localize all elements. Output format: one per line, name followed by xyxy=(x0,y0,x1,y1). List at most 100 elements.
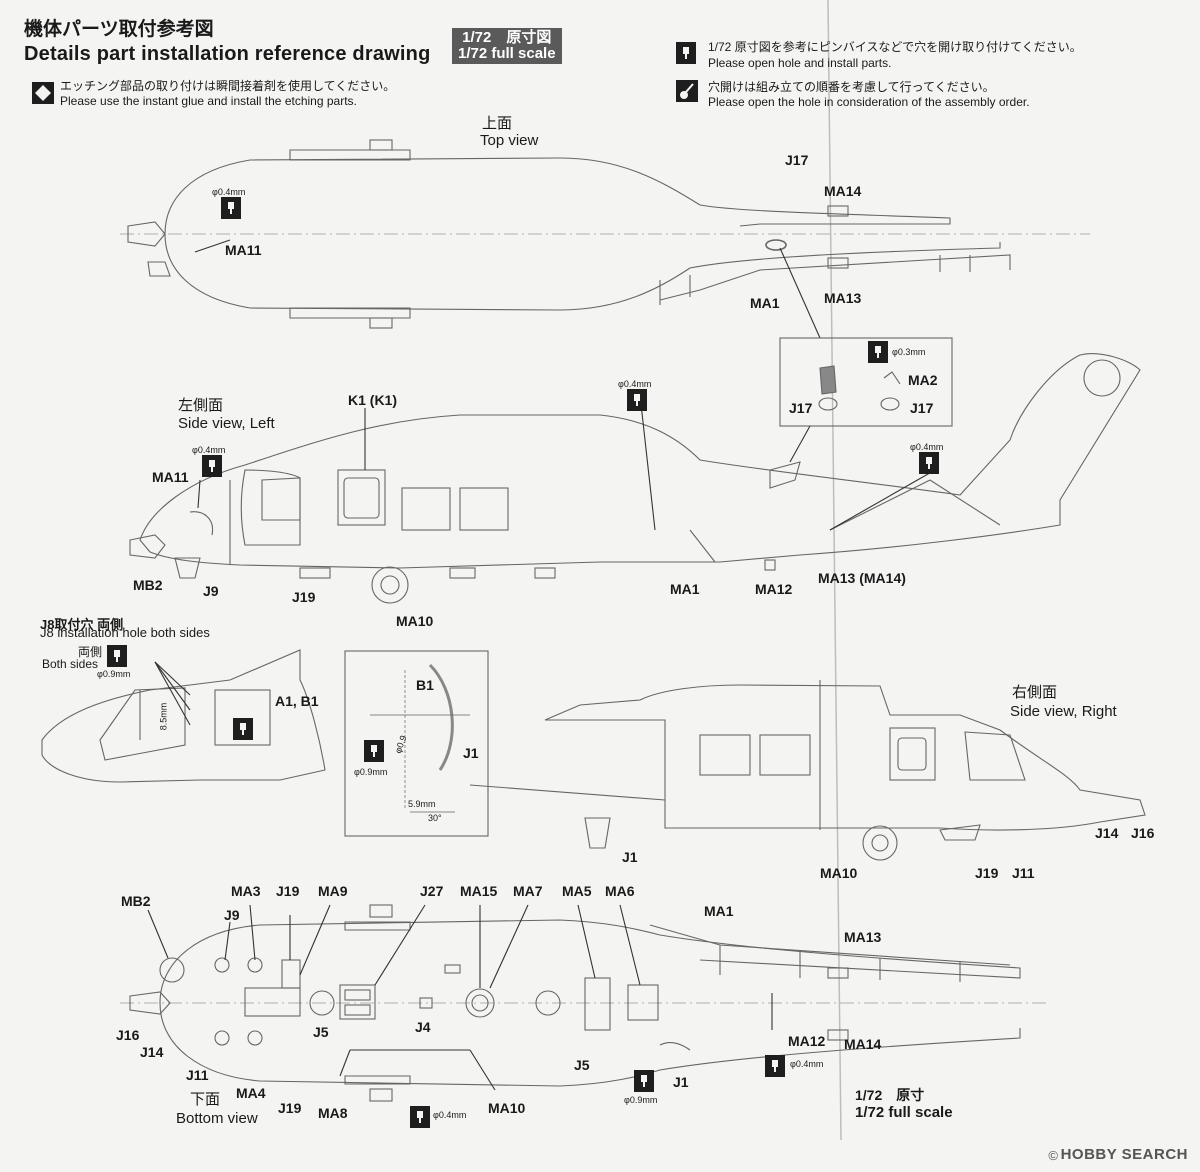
part-label: J5 xyxy=(574,1057,590,1073)
part-label: MA5 xyxy=(562,883,592,899)
order-note-en: Please open the hole in consideration of… xyxy=(708,95,1030,109)
bottom-view-drawing xyxy=(120,904,1050,1102)
part-label: MA2 xyxy=(908,372,938,388)
part-label: J11 xyxy=(186,1067,209,1083)
part-label: MA12 xyxy=(755,581,793,597)
dim-label: φ0.9mm xyxy=(624,1095,658,1105)
part-label: B1 xyxy=(416,677,434,693)
part-label: MA3 xyxy=(231,883,261,899)
part-label: J17 xyxy=(785,152,809,168)
dim-label: φ0.4mm xyxy=(618,379,652,389)
left-view-title-jp: 左側面 xyxy=(178,397,224,414)
dim-label: φ0.4mm xyxy=(790,1059,824,1069)
scale-badge: 1/72 原寸図 1/72 full scale xyxy=(452,28,562,64)
part-label: MA13 xyxy=(844,929,882,945)
part-label: MA11 xyxy=(225,242,262,258)
top-view-title-en: Top view xyxy=(480,132,539,149)
part-label: MA7 xyxy=(513,883,543,899)
part-label: J16 xyxy=(116,1027,140,1043)
order-note-jp: 穴開けは組み立ての順番を考慮して行ってください。 xyxy=(708,80,995,94)
part-label: MA14 xyxy=(844,1036,882,1052)
glue-diamond-icon xyxy=(32,82,54,104)
part-label: MA10 xyxy=(820,865,858,881)
drill-hole-icon xyxy=(919,452,939,474)
part-label: MA1 xyxy=(670,581,700,597)
drill-hole-icon xyxy=(410,1106,430,1128)
detail-box-j1 xyxy=(344,650,489,837)
part-label: J4 xyxy=(415,1019,431,1035)
part-label: J1 xyxy=(463,745,479,761)
part-label: J27 xyxy=(420,883,444,899)
part-label: MA10 xyxy=(488,1100,526,1116)
dim-label: 30° xyxy=(428,813,442,823)
glue-note-jp: エッチング部品の取り付けは瞬間接着剤を使用してください。 xyxy=(60,79,396,93)
part-label: J9 xyxy=(203,583,219,599)
dim-label: φ0.4mm xyxy=(192,445,226,455)
left-view-title-en: Side view, Left xyxy=(178,415,275,432)
part-label: MB2 xyxy=(133,577,163,593)
drill-hole-icon xyxy=(627,389,647,411)
j8-note-jp: J8取付穴 両側 xyxy=(40,617,124,632)
part-label: MA13 xyxy=(824,290,862,306)
dim-label: φ0.9mm xyxy=(97,669,131,679)
part-label: J14 xyxy=(140,1044,164,1060)
drill-hole-icon xyxy=(676,42,696,64)
part-label: J1 xyxy=(673,1074,689,1090)
fold-line xyxy=(827,0,842,1141)
bottom-scale-jp: 1/72 原寸 xyxy=(855,1087,925,1103)
part-label: MA15 xyxy=(460,883,498,899)
bottom-view-title-en: Bottom view xyxy=(176,1110,258,1127)
drill-hole-icon xyxy=(868,341,888,363)
right-view-title-jp: 右側面 xyxy=(1012,684,1058,701)
part-label: J19 xyxy=(278,1100,302,1116)
part-label: MA13 (MA14) xyxy=(818,570,906,586)
right-view-title-en: Side view, Right xyxy=(1010,703,1117,720)
drill-hole-icon xyxy=(634,1070,654,1092)
both-sides-en: Both sides xyxy=(42,657,99,671)
drill-hole-icon xyxy=(221,197,241,219)
part-label: J1 xyxy=(622,849,638,865)
scale-badge-jp: 1/72 原寸図 xyxy=(462,29,552,46)
part-label: MA10 xyxy=(396,613,434,629)
drill-hole-icon xyxy=(107,645,127,667)
part-label: MA9 xyxy=(318,883,348,899)
both-sides-jp: 両側 xyxy=(78,645,103,659)
top-view-drawing xyxy=(120,139,1090,339)
part-label: MA6 xyxy=(605,883,635,899)
drill-hole-icon xyxy=(202,455,222,477)
part-label: J17 xyxy=(910,400,934,416)
part-label: J16 xyxy=(1131,825,1155,841)
pin-vise-icon xyxy=(676,80,698,102)
right-view-drawing xyxy=(469,680,1146,861)
brand-name: HOBBY SEARCH xyxy=(1060,1146,1188,1163)
bottom-scale-en: 1/72 full scale xyxy=(855,1104,953,1121)
dim-label: 8.5mm xyxy=(158,702,169,731)
cockpit-detail-drawing xyxy=(41,649,326,783)
bottom-view-title-jp: 下面 xyxy=(190,1091,221,1108)
drill-hole-icon xyxy=(233,718,253,740)
part-label: MA1 xyxy=(750,295,780,311)
part-label: J14 xyxy=(1095,825,1119,841)
j8-note-en: J8 installation hole both sides xyxy=(40,625,210,640)
dim-label: 5.9mm xyxy=(408,799,436,809)
part-label: J11 xyxy=(1012,865,1035,881)
part-label: MA4 xyxy=(236,1085,266,1101)
part-label: MA1 xyxy=(704,903,734,919)
part-label: K1 (K1) xyxy=(348,392,398,408)
drill-note-jp: 1/72 原寸図を参考にピンバイスなどで穴を開け取り付けてください。 xyxy=(708,40,1082,54)
title-en: Details part installation reference draw… xyxy=(24,43,431,65)
part-label: J17 xyxy=(789,400,813,416)
part-label: MA11 xyxy=(152,469,189,485)
dim-label: φ0.4mm xyxy=(212,187,246,197)
part-label: MA12 xyxy=(788,1033,826,1049)
dim-label: φ0.9mm xyxy=(354,767,388,777)
part-label: MA14 xyxy=(824,183,862,199)
drill-note-en: Please open hole and install parts. xyxy=(708,56,892,70)
copyright-mark: © xyxy=(1048,1148,1058,1163)
part-label: J5 xyxy=(313,1024,329,1040)
dim-label: φ0.3mm xyxy=(892,347,926,357)
title-jp: 機体パーツ取付参考図 xyxy=(24,19,214,40)
left-view-drawing xyxy=(129,353,1141,604)
